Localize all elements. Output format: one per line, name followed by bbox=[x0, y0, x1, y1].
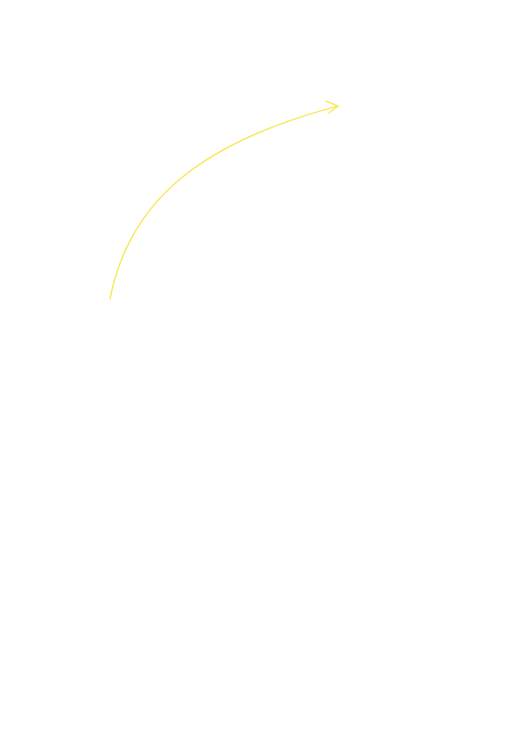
curved-arrow-shaft bbox=[109, 105, 339, 300]
curved-arrow-head bbox=[325, 100, 339, 114]
curved-arrow[interactable] bbox=[109, 100, 339, 300]
